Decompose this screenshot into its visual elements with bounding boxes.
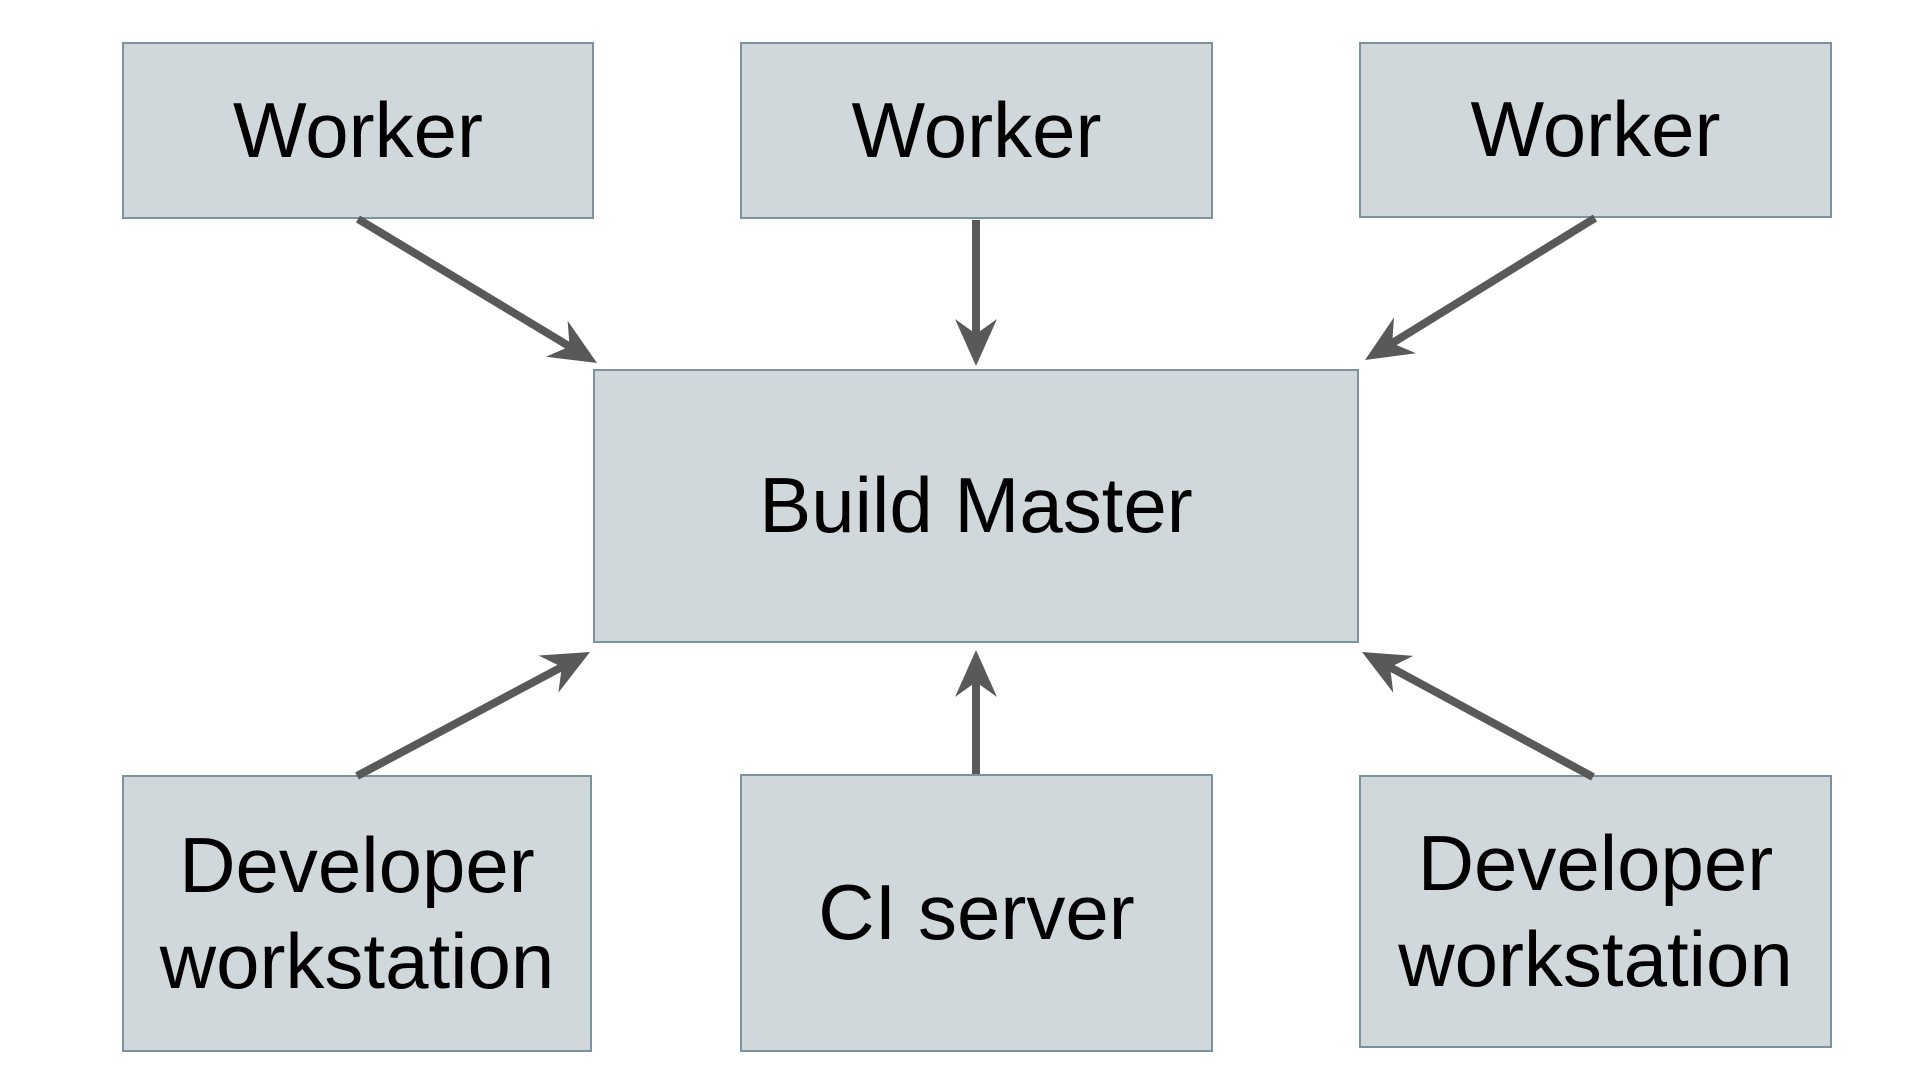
node-label-build-master: Build Master (759, 461, 1193, 550)
node-label-developer-workstation-right: Developer workstation (1398, 819, 1793, 1003)
node-build-master: Build Master (593, 369, 1359, 643)
node-developer-workstation-right: Developer workstation (1359, 775, 1832, 1048)
node-label-worker-2: Worker (851, 85, 1102, 174)
node-worker-2: Worker (740, 42, 1213, 219)
node-label-ci-server: CI server (818, 868, 1135, 957)
node-worker-3: Worker (1359, 42, 1832, 218)
node-label-worker-3: Worker (1470, 85, 1721, 174)
node-developer-workstation-left: Developer workstation (122, 775, 592, 1052)
node-label-worker-1: Worker (233, 85, 483, 174)
node-worker-1: Worker (122, 42, 594, 219)
node-ci-server: CI server (740, 774, 1213, 1052)
node-label-developer-workstation-left: Developer workstation (159, 821, 555, 1005)
